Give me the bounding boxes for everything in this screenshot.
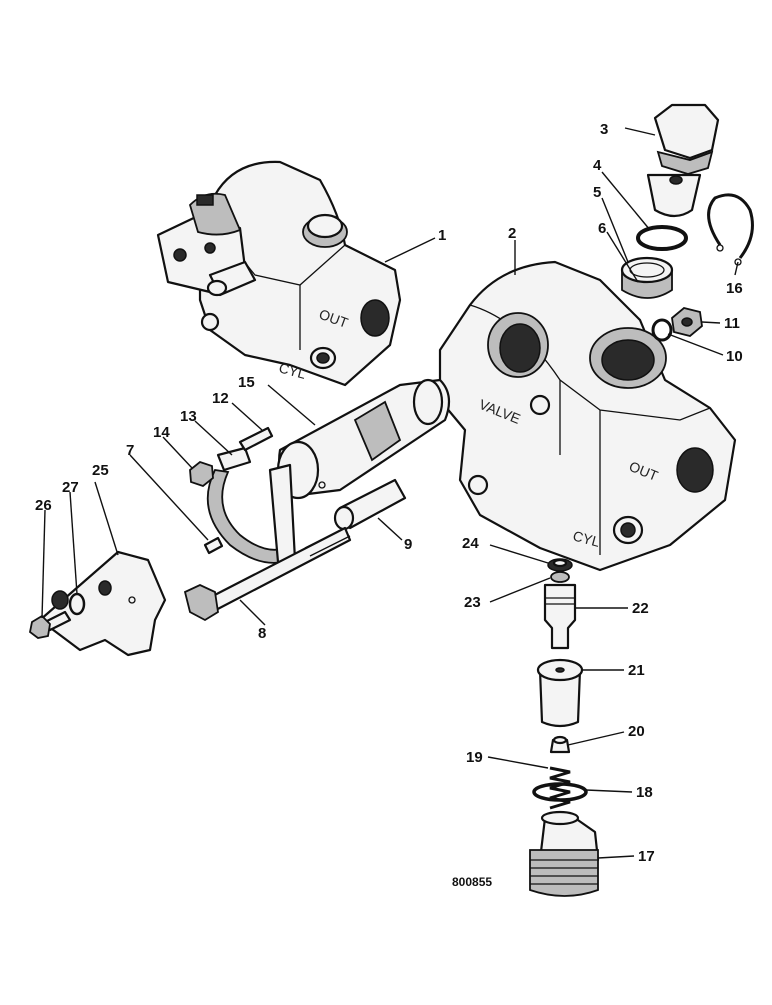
cast-label-cyl-small: CYL [277,359,308,382]
poppet-part-22 [543,583,577,650]
callout-26: 26 [35,497,52,514]
callout-13: 13 [180,408,197,425]
callout-6: 6 [598,220,606,237]
spool-part-15 [276,378,451,500]
cast-label-cyl-large: CYL [571,527,602,550]
circlip-part-16 [707,193,754,259]
callout-3: 3 [600,121,608,138]
callout-22: 22 [632,600,649,617]
nut-part-14 [189,460,214,488]
callout-4: 4 [593,157,602,174]
callout-12: 12 [212,390,229,407]
callout-1: 1 [438,227,446,244]
callout-5: 5 [593,184,601,201]
callout-24: 24 [462,535,479,552]
seat-ring-part-5-6 [620,256,674,299]
valve-body-small [156,160,402,387]
callout-21: 21 [628,662,645,679]
callout-18: 18 [636,784,653,801]
callout-14: 14 [153,424,170,441]
callout-9: 9 [404,536,412,553]
plug-part-3 [646,103,720,218]
callout-17: 17 [638,848,655,865]
o-ring-part-18 [532,782,588,802]
callout-25: 25 [92,462,109,479]
callout-15: 15 [238,374,255,391]
callout-7: 7 [126,442,134,459]
cup-part-21 [536,658,584,728]
callout-20: 20 [628,723,645,740]
callout-16: 16 [726,280,743,297]
callout-27: 27 [62,479,79,496]
valve-body-large [438,260,737,572]
callout-labels: 1 2 3 4 5 6 7 8 9 10 11 12 13 14 15 16 1… [35,121,743,865]
callout-11: 11 [724,315,740,332]
seal-part-24 [547,558,573,572]
callout-2: 2 [508,225,516,242]
seat-part-23 [550,571,570,583]
leader-lines [41,127,739,859]
spring-part-19 [549,766,571,810]
drawing-number: 800855 [452,875,492,889]
callout-19: 19 [466,749,483,766]
washer-part-10 [651,318,673,342]
o-ring-part-4 [636,225,688,251]
housing-part-17 [529,810,600,897]
bracket-part-25 [38,550,167,657]
callout-8: 8 [258,625,266,642]
valve-part-20 [549,735,571,754]
callout-23: 23 [464,594,481,611]
bolt-part-8 [183,526,352,622]
screw-part-12 [238,426,274,452]
callout-10: 10 [726,348,743,365]
pin-part-7 [203,536,224,555]
